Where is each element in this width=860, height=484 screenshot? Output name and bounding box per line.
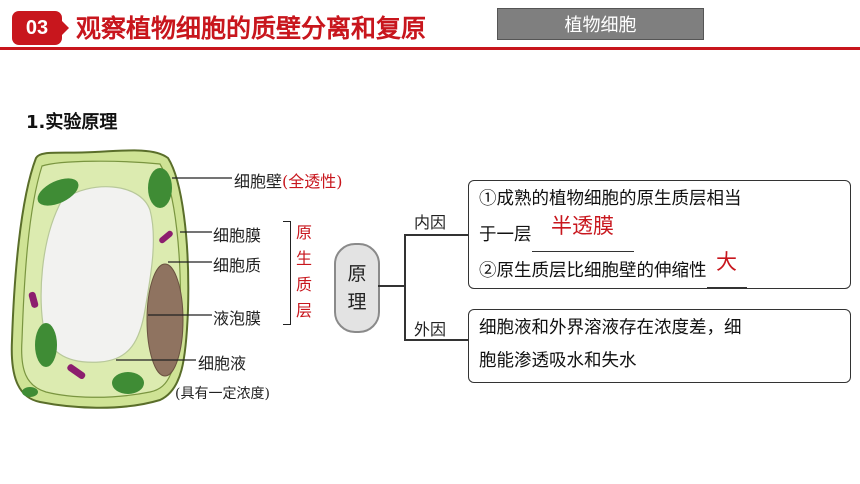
connector xyxy=(378,285,404,287)
organelle xyxy=(159,230,173,244)
protoplast-bracket xyxy=(283,221,291,325)
chloroplast xyxy=(22,387,38,397)
section-title: 1.实验原理 xyxy=(26,112,118,133)
cell-membrane-label: 细胞膜 xyxy=(213,226,262,245)
chloroplast xyxy=(35,323,57,367)
connector xyxy=(404,234,406,340)
internal-line-2: 于一层半透膜 xyxy=(479,214,840,252)
cytoplasm-label: 细胞质 xyxy=(213,256,262,275)
internal-cause-box: ①成熟的植物细胞的原生质层相当 于一层半透膜 ②原生质层比细胞壁的伸缩性大 xyxy=(468,180,851,289)
connector xyxy=(404,339,468,341)
topic-tag: 植物细胞 xyxy=(497,8,704,40)
organelle xyxy=(67,364,86,380)
internal-cause-label: 内因 xyxy=(414,213,447,232)
plant-cell-diagram xyxy=(10,149,232,409)
section-number-badge: 03 xyxy=(12,11,69,45)
external-cause-box: 细胞液和外界溶液存在浓度差，细 胞能渗透吸水和失水 xyxy=(468,309,851,383)
blank-greater: 大 xyxy=(706,250,747,288)
vacuole-shape xyxy=(40,186,154,363)
cell-sap-label: 细胞液 xyxy=(198,354,247,373)
internal-line-1: ①成熟的植物细胞的原生质层相当 xyxy=(479,189,742,209)
blank-semipermeable: 半透膜 xyxy=(531,214,634,252)
nucleus-shape xyxy=(146,263,184,377)
tonoplast-label: 液泡膜 xyxy=(213,309,262,328)
principle-node: 原 理 xyxy=(334,243,380,333)
organelle xyxy=(28,291,39,308)
external-line-2: 胞能渗透吸水和失水 xyxy=(479,351,637,371)
chloroplast xyxy=(148,168,172,208)
protoplast-label: 原 生 质 层 xyxy=(295,223,312,320)
header-divider xyxy=(0,47,860,50)
external-cause-label: 外因 xyxy=(414,320,447,339)
page-title: 观察植物细胞的质壁分离和复原 xyxy=(76,14,427,43)
cell-sap-note: (具有一定浓度) xyxy=(175,386,270,402)
chloroplast xyxy=(112,372,144,394)
connector xyxy=(404,234,468,236)
chloroplast xyxy=(37,178,79,206)
cell-wall-label: 细胞壁(全透性) xyxy=(234,172,343,191)
internal-line-3: ②原生质层比细胞壁的伸缩性大 xyxy=(479,250,840,288)
external-line-1: 细胞液和外界溶液存在浓度差，细 xyxy=(479,318,742,338)
